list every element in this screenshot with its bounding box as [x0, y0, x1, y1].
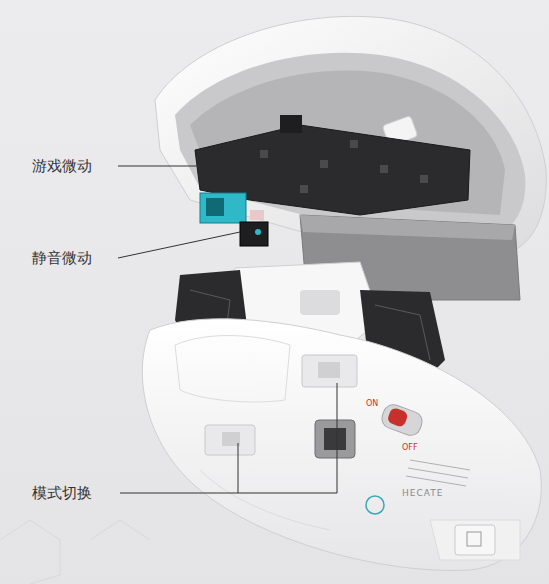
background-pattern	[0, 520, 150, 584]
switch-marking: OFF	[402, 444, 418, 452]
leader-lines	[118, 166, 337, 493]
top-shell	[155, 16, 546, 255]
callout-label: 模式切换	[32, 486, 92, 501]
callout-label: 静音微动	[32, 251, 92, 266]
callout-label: 游戏微动	[32, 159, 92, 174]
brand-logo: HECATE	[402, 489, 443, 498]
silent-switch	[240, 210, 268, 246]
switch-marking: ON	[366, 400, 378, 408]
bottom-plate	[142, 319, 541, 571]
gaming-switch	[200, 193, 246, 223]
